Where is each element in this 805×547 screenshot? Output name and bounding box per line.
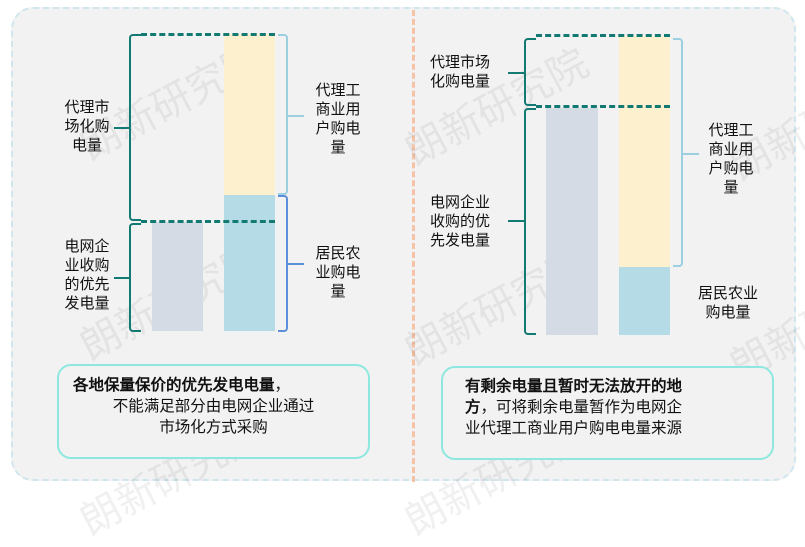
label-market-purchase: 代理市 场化购 电量	[64, 98, 110, 154]
brace-grid-priority	[524, 108, 536, 335]
note-box-right: 有剩余电量且暂时无法放开的地 方，可将剩余电量暂作为电网企 业代理工商业用户购电…	[441, 366, 774, 460]
note-right-text: ，可将剩余电量暂作为电网企 业代理工商业用户购电电量来源	[465, 398, 683, 437]
brace-tick	[508, 220, 524, 222]
label-agency-industrial: 代理工 商业用 户购电 量	[315, 81, 361, 156]
note-left-sep: ，	[274, 376, 291, 394]
brace-agency-industrial	[673, 38, 683, 267]
brace-tick	[508, 72, 524, 74]
brace-market-purchase	[524, 38, 536, 106]
label-market-purchase: 代理市场 化购电量	[430, 53, 491, 90]
note-right-bold-1: 有剩余电量且暂时无法放开的地	[465, 377, 683, 395]
brace-tick	[683, 153, 699, 155]
bar-agency-industrial	[619, 36, 670, 267]
label-residential: 居民农 业购电 量	[315, 244, 361, 300]
brace-tick	[288, 263, 304, 265]
brace-agency-industrial	[278, 34, 288, 195]
bar-residential	[224, 195, 275, 331]
bar-agency-industrial	[224, 34, 275, 195]
bar-grid-priority	[546, 108, 598, 335]
dashed-line-mid	[536, 105, 670, 108]
brace-grid-priority	[129, 223, 141, 332]
note-right-bold-2: 方	[465, 398, 481, 416]
brace-tick	[288, 115, 304, 117]
note-left-bold: 各地保量保价的优先发电电量	[73, 376, 275, 394]
bar-residential	[619, 267, 670, 335]
dashed-line-top	[536, 34, 670, 37]
label-grid-priority: 电网企业 收购的优 先发电量	[430, 193, 491, 249]
label-agency-industrial: 代理工 商业用 户购电 量	[708, 121, 754, 196]
note-box-left: 各地保量保价的优先发电电量， 不能满足部分由电网企业通过 市场化方式采购	[57, 364, 370, 459]
label-grid-priority: 电网企 业收购 的优先 发电量	[64, 237, 110, 312]
label-residential: 居民农业 购电量	[697, 284, 758, 321]
bar-grid-priority	[152, 222, 203, 331]
brace-tick	[114, 127, 130, 129]
brace-residential	[278, 195, 288, 332]
dashed-line-top	[141, 33, 275, 36]
dashed-line-mid	[141, 220, 275, 223]
note-left-text: 不能满足部分由电网企业通过 市场化方式采购	[112, 397, 315, 436]
brace-tick	[114, 277, 130, 279]
panel-divider	[412, 10, 415, 482]
brace-market-purchase	[129, 34, 141, 221]
